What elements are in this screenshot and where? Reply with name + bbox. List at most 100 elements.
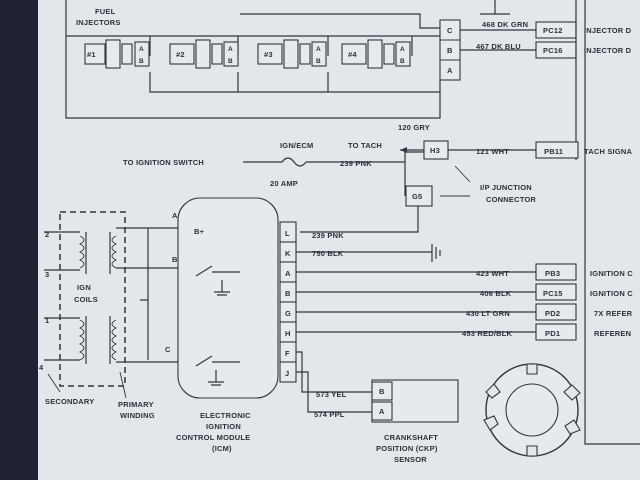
icm-pin-j: J [285, 369, 289, 378]
icm-pin-l: L [285, 229, 290, 238]
secondary-wires [44, 231, 80, 361]
icm-pin-a: A [285, 269, 291, 278]
terminal-3: 3 [45, 270, 49, 279]
injector-3-tip [299, 43, 311, 65]
ckp-pin-b: B [379, 387, 385, 396]
secondary-label: SECONDARY [45, 397, 94, 406]
upper-coil-winding-2 [111, 235, 118, 269]
injector-output-wires [460, 29, 536, 51]
paper-shadow-left [0, 0, 38, 480]
terminal-2: 2 [45, 230, 49, 239]
wire-239-label: 239 PNK [340, 159, 372, 168]
primary-wires [116, 227, 178, 363]
wire-120-label: 120 GRY [398, 123, 430, 132]
coil-a-label: A [172, 211, 178, 220]
injector-3-pin-a: A [316, 46, 321, 53]
amp-label: 20 AMP [270, 179, 298, 188]
g5-box [405, 185, 433, 207]
injector-return [149, 72, 440, 93]
injector-harness-connector: C B A [439, 19, 461, 81]
injector-1-tip [121, 43, 133, 65]
injector-4-connector [395, 41, 411, 67]
icm-label-1: ELECTRONIC [200, 411, 251, 420]
upper-coil-winding-1 [78, 235, 85, 269]
icm-pin-column: L K A B G H F J [279, 221, 297, 383]
ckp-label-2: POSITION (CKP) [376, 444, 438, 453]
lower-coil-winding-1 [78, 319, 85, 361]
icm-pin-k: K [285, 249, 291, 258]
lower-coil-cores [85, 316, 111, 364]
pin-pc15: PC15 [543, 289, 563, 298]
injector-3-body [257, 43, 283, 65]
coil-c-label: C [165, 345, 171, 354]
wire-573-label: 573 YEL [316, 390, 347, 399]
pin-pb3-box [535, 263, 577, 281]
to-ignition-switch-label: TO IGNITION SWITCH [123, 158, 204, 167]
reluctor-wheel [483, 363, 581, 457]
icm-pin-g: G [285, 309, 291, 318]
right-label-ref-1: 7X REFER [594, 309, 633, 318]
ground-symbol [431, 244, 441, 262]
icm-b-plus: B+ [194, 227, 205, 236]
icm-label-4: (ICM) [212, 444, 232, 453]
injector-2-number: #2 [176, 50, 185, 59]
harness-loop-wire [65, 0, 441, 119]
ecm-signal-wires [296, 271, 536, 333]
injector-4: #4 A B [341, 39, 411, 69]
injector-3-connector [311, 41, 327, 67]
icm-switch-b [195, 265, 240, 296]
pnk-feed-wire [306, 151, 424, 196]
reluctor-ring [485, 363, 579, 457]
wire-468-label: 468 DK GRN [482, 20, 528, 29]
wire-453-label: 453 RED/BLK [462, 329, 513, 338]
icm-label-3: CONTROL MODULE [176, 433, 250, 442]
terminal-1: 1 [45, 316, 49, 325]
injector-4-coil [367, 39, 383, 69]
injector-2-body [169, 43, 195, 65]
ip-junction-label-1: I/P JUNCTION [480, 183, 532, 192]
junction-pointer-lines [440, 165, 471, 197]
icm-body [177, 197, 279, 399]
injector-feed-top [240, 13, 440, 29]
icm-output-wiring: 239 PNK 750 BLK 423 WHT 406 BLK 430 LT G… [296, 231, 633, 419]
connector-pin-c: C [447, 26, 453, 35]
wire-406-label: 406 BLK [480, 289, 512, 298]
injector-3-pin-b: B [316, 58, 321, 65]
ign-ecm-label: IGN/ECM [280, 141, 313, 150]
pin-pb11-box [535, 141, 579, 159]
fuel-injector-section: FUEL INJECTORS #1 A B #2 A B [65, 0, 631, 132]
reluctor-notches [483, 363, 581, 457]
right-label-ref-2: REFEREN [594, 329, 631, 338]
ckp-label-1: CRANKSHAFT [384, 433, 438, 442]
injector-2-pin-b: B [228, 58, 233, 65]
injector-4-body [341, 43, 367, 65]
to-tach-label: TO TACH [348, 141, 382, 150]
terminal-4: 4 [39, 363, 44, 372]
icm-label-2: IGNITION [206, 422, 241, 431]
injector-2: #2 A B [169, 39, 239, 69]
ckp-label-3: SENSOR [394, 455, 427, 464]
ground-top [480, 0, 510, 15]
icm-switch-c [195, 355, 240, 386]
primary-bus [140, 228, 149, 360]
injector-1-body [84, 43, 106, 65]
ign-coils-label-1: IGN [77, 283, 91, 292]
pin-pd1-box [535, 323, 577, 341]
pin-pb11: PB11 [544, 147, 563, 156]
injector-1-pin-a: A [139, 46, 144, 53]
right-label-tach: TACH SIGNA [584, 147, 632, 156]
injector-1-pin-b: B [139, 58, 144, 65]
lower-coil-winding-2 [111, 319, 118, 361]
injector-3-coil [283, 39, 299, 69]
injector-4-pin-b: B [400, 58, 405, 65]
injector-1-connector [134, 41, 150, 67]
wire-423-label: 423 WHT [476, 269, 509, 278]
ignition-coil-section: IGN COILS 2 3 1 4 SECONDARY A B C PRIMAR… [39, 211, 178, 420]
injector-2-coil [195, 39, 211, 69]
icm-pin-f: F [285, 349, 290, 358]
injector-3-number: #3 [264, 50, 273, 59]
injector-1: #1 A B [84, 39, 150, 69]
injectors-title-2: INJECTORS [76, 18, 121, 27]
ckp-sensor: B A CRANKSHAFT POSITION (CKP) SENSOR [371, 379, 459, 464]
